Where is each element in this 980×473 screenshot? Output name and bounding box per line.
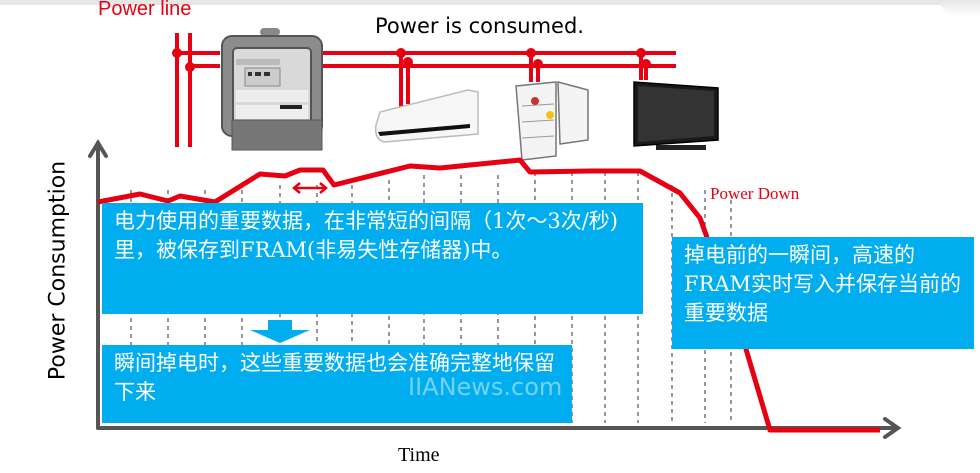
power-line-label: Power line bbox=[98, 0, 192, 20]
air-conditioner-icon bbox=[374, 89, 479, 143]
axes bbox=[88, 139, 902, 439]
interval-double-arrow-icon bbox=[292, 182, 328, 194]
x-axis-arrow-icon bbox=[883, 417, 902, 439]
top-border bbox=[0, 0, 980, 5]
data-retained-callout: 瞬间掉电时，这些重要数据也会准确完整地保留下来 bbox=[102, 345, 572, 423]
television-icon bbox=[633, 81, 719, 150]
down-arrow-icon bbox=[250, 320, 310, 343]
instant-write-callout: 掉电前的一瞬间，高速的FRAM实时写入并保存当前的重要数据 bbox=[672, 237, 974, 349]
corner-decoration bbox=[940, 0, 980, 16]
power-down-label: Power Down bbox=[710, 184, 800, 203]
y-axis-label: Power Consumption bbox=[45, 160, 71, 381]
power-consumed-label: Power is consumed. bbox=[375, 14, 584, 38]
periodic-save-callout: 电力使用的重要数据，在非常短的间隔（1次～3次/秒)里，被保存到FRAM(非易失… bbox=[102, 203, 643, 314]
power-consumption-curve bbox=[97, 157, 880, 433]
power-meter-icon bbox=[221, 28, 323, 151]
x-axis-label: Time bbox=[398, 444, 440, 466]
y-axis-arrow-icon bbox=[88, 139, 108, 158]
junction-dots bbox=[172, 48, 651, 72]
refrigerator-icon bbox=[515, 81, 589, 161]
watermark: IIANews.com bbox=[408, 373, 563, 401]
